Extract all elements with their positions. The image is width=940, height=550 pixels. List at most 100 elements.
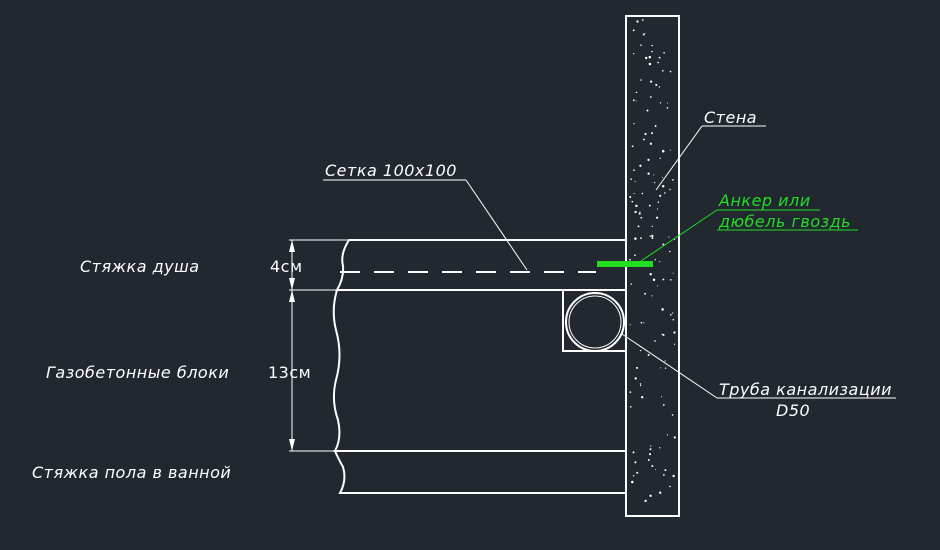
concrete-speck xyxy=(635,91,638,94)
concrete-speck xyxy=(635,204,638,208)
concrete-speck xyxy=(630,283,633,285)
wall-leader xyxy=(655,125,703,191)
concrete-speck xyxy=(666,107,669,109)
concrete-speck xyxy=(659,447,661,449)
concrete-speck xyxy=(652,278,656,282)
shower-screed-hatch xyxy=(335,239,627,291)
concrete-speck xyxy=(644,499,647,503)
concrete-speck xyxy=(647,158,650,162)
concrete-speck xyxy=(632,451,635,454)
concrete-speck xyxy=(629,405,632,408)
concrete-speck xyxy=(662,176,664,178)
concrete-speck xyxy=(649,272,652,276)
concrete-speck xyxy=(653,174,655,176)
concrete-speck xyxy=(635,100,637,102)
concrete-speck xyxy=(631,200,634,203)
concrete-speck xyxy=(673,331,676,334)
concrete-speck xyxy=(672,312,674,314)
concrete-speck xyxy=(669,278,672,281)
concrete-speck xyxy=(634,237,637,240)
leader-lines xyxy=(323,125,896,399)
concrete-speck xyxy=(658,86,661,88)
dim-arrows-screed xyxy=(289,240,295,290)
concrete-speck xyxy=(669,250,671,253)
concrete-speck xyxy=(649,448,652,451)
concrete-speck xyxy=(662,334,665,336)
concrete-speck xyxy=(647,458,650,461)
concrete-speck xyxy=(655,216,659,219)
dimension-lines xyxy=(289,239,349,452)
concrete-speck xyxy=(664,192,666,194)
pipe-niche xyxy=(562,289,627,352)
concrete-speck xyxy=(651,234,654,238)
mesh-leader xyxy=(465,179,528,271)
concrete-speck xyxy=(661,333,664,336)
concrete-speck xyxy=(631,480,634,484)
concrete-speck xyxy=(643,322,645,324)
concrete-speck xyxy=(634,254,636,257)
concrete-speck xyxy=(671,414,674,416)
concrete-speck xyxy=(644,292,647,295)
concrete-speck xyxy=(654,340,656,342)
concrete-speck xyxy=(648,55,652,59)
concrete-speck xyxy=(629,258,631,261)
concrete-speck xyxy=(633,52,635,55)
concrete-speck xyxy=(657,285,659,287)
concrete-speck xyxy=(634,210,637,214)
concrete-speck xyxy=(639,383,642,385)
concrete-speck xyxy=(663,474,665,476)
concrete-speck xyxy=(647,172,650,175)
concrete-speck xyxy=(629,391,632,393)
concrete-speck xyxy=(649,235,652,237)
concrete-speck xyxy=(639,164,642,167)
concrete-speck xyxy=(661,184,665,188)
concrete-speck xyxy=(640,216,643,219)
concrete-speck xyxy=(646,109,649,112)
concrete-speck xyxy=(659,261,661,263)
concrete-speck xyxy=(673,436,676,439)
concrete-speck xyxy=(634,180,636,182)
mesh-label: Сетка 100х100 xyxy=(325,161,457,180)
concrete-speck xyxy=(641,192,644,195)
concrete-speck xyxy=(651,132,654,135)
concrete-speck xyxy=(632,99,635,102)
anchor-label-line2: дюбель гвоздь xyxy=(718,212,851,231)
concrete-speck xyxy=(642,138,645,141)
pipe-leader xyxy=(621,333,718,399)
concrete-speck xyxy=(629,324,631,326)
concrete-speck xyxy=(641,19,644,21)
pipe-outer-circle xyxy=(565,292,625,352)
shower-screed-label: Стяжка душа xyxy=(80,257,200,276)
floor-screed-hatch xyxy=(333,450,627,494)
concrete-speck xyxy=(644,132,647,136)
concrete-speck xyxy=(661,308,664,311)
pipe-inner-circle xyxy=(568,295,622,349)
blocks-thickness-dimension: 13см xyxy=(268,363,311,382)
concrete-speck xyxy=(649,494,652,498)
concrete-speck xyxy=(661,149,665,153)
concrete-speck xyxy=(669,70,672,73)
concrete-speck xyxy=(651,225,653,228)
concrete-speck xyxy=(654,259,656,261)
concrete-speck xyxy=(662,278,665,281)
concrete-speck xyxy=(666,434,669,436)
concrete-speck xyxy=(640,237,642,240)
concrete-speck xyxy=(639,349,642,352)
floor-screed-label: Стяжка пола в ванной xyxy=(32,463,231,482)
concrete-speck xyxy=(649,80,653,83)
concrete-speck xyxy=(648,453,652,456)
concrete-speck xyxy=(642,33,645,36)
concrete-speck xyxy=(636,471,639,474)
concrete-speck xyxy=(629,196,632,198)
concrete-speck xyxy=(656,208,659,210)
concrete-speck xyxy=(659,157,661,159)
concrete-speck xyxy=(660,396,663,398)
gas-blocks-label: Газобетонные блоки xyxy=(46,363,229,382)
concrete-speck xyxy=(657,201,660,204)
concrete-speck xyxy=(630,178,632,180)
concrete-speck xyxy=(655,468,657,471)
concrete-speck xyxy=(664,360,666,362)
pipe-label-line1: Труба канализации xyxy=(719,380,892,399)
concrete-speck xyxy=(649,142,653,145)
concrete-speck xyxy=(651,295,653,297)
